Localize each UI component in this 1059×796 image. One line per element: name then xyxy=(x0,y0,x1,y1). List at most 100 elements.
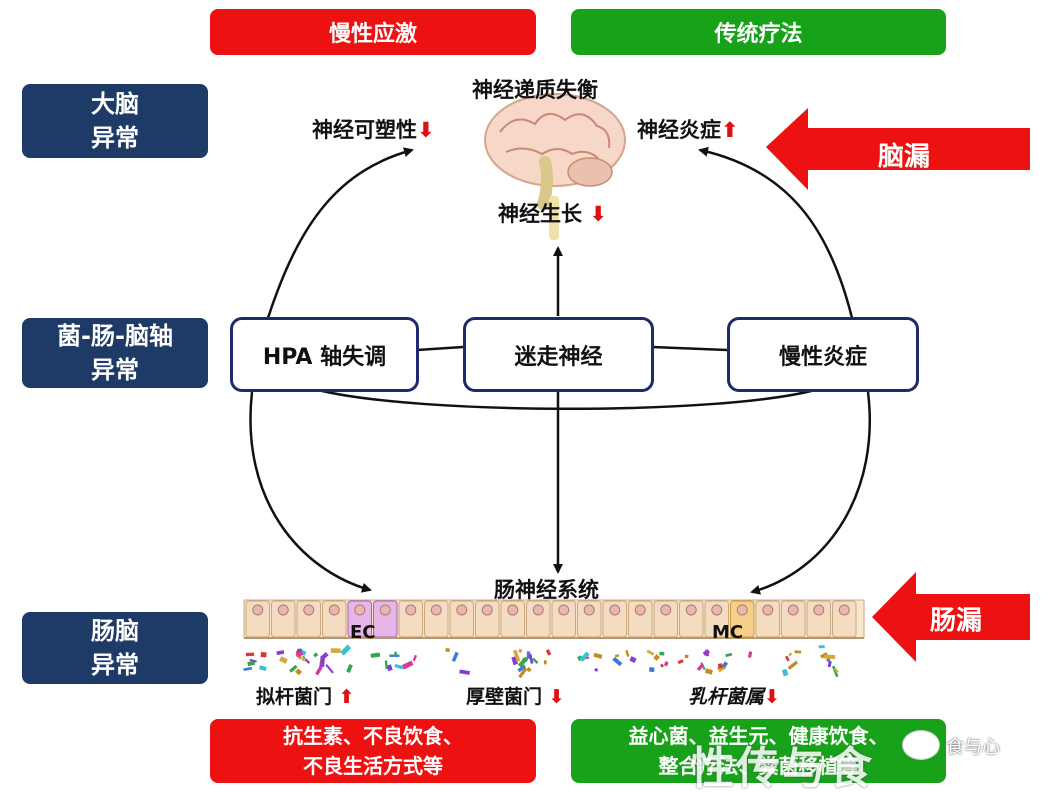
microbe xyxy=(717,663,723,669)
cell-nucleus xyxy=(456,604,468,616)
brain-leak-arrow xyxy=(766,108,1030,190)
microbe xyxy=(289,664,298,673)
harmful-factors-line1: 抗生素、不良饮食、 xyxy=(283,724,463,748)
hpa-axis-node: HPA 轴失调 xyxy=(230,317,419,392)
harmful-factors-line2: 不良生活方式等 xyxy=(303,754,443,778)
microbe xyxy=(653,654,660,661)
microbe xyxy=(518,648,523,654)
microbe xyxy=(659,651,665,656)
cell-nucleus xyxy=(430,604,442,616)
microbe xyxy=(528,653,534,664)
microbe xyxy=(386,664,393,672)
gut-abnormal-line2: 异常 xyxy=(91,651,139,679)
axis-abnormal-line2: 异常 xyxy=(91,356,139,384)
microbe xyxy=(702,649,711,657)
beneficial-therapies-line2: 整合疗法、粪菌移植等 xyxy=(658,754,859,778)
microbiota xyxy=(243,644,839,679)
up-arrow-icon: ⬆ xyxy=(721,118,739,142)
hpa-to-plasticity-arrow xyxy=(266,147,414,319)
cell-nucleus xyxy=(481,604,493,616)
chronic-stress-bar: 慢性应激 xyxy=(210,9,536,55)
cell-nucleus xyxy=(736,604,748,616)
microbe xyxy=(594,668,599,672)
microbe xyxy=(260,652,267,658)
microbe xyxy=(320,651,329,661)
microbe xyxy=(663,661,669,667)
microbe xyxy=(646,649,655,656)
vagus-inflammation-connector xyxy=(651,345,728,352)
brain-leak-label: 脑漏 xyxy=(878,142,931,172)
microbe xyxy=(245,652,255,657)
microbe xyxy=(612,656,623,667)
lactobacillus-text: 乳杆菌属 xyxy=(688,686,765,708)
microbe xyxy=(625,649,630,657)
microbe xyxy=(340,644,352,656)
microbe xyxy=(725,652,733,658)
microbe xyxy=(315,665,323,676)
microbe xyxy=(384,660,388,670)
cell-nucleus xyxy=(303,604,315,616)
cell-nucleus xyxy=(558,604,570,616)
microbe xyxy=(831,665,839,678)
down-arrow-icon: ⬇ xyxy=(589,202,607,226)
cell-nucleus xyxy=(660,604,672,616)
microbe xyxy=(824,654,836,660)
enteric-nervous-system-label: 肠神经系统 xyxy=(494,578,599,602)
watermark-overlay-text: 性传与食 xyxy=(690,743,874,794)
microbe xyxy=(649,667,655,673)
inflammation-to-mc-arrow xyxy=(750,391,871,595)
hpa-vagus-connector xyxy=(416,345,464,352)
microbe xyxy=(301,656,307,662)
microbe xyxy=(827,660,832,668)
microbe xyxy=(412,654,418,662)
microbe xyxy=(445,647,451,653)
neural-growth-label: 神经生长 ⬇ xyxy=(498,198,607,228)
microbe xyxy=(593,652,603,659)
brain-abnormal-line2: 异常 xyxy=(91,124,139,152)
axis-abnormal-line1: 菌-肠-脑轴 xyxy=(57,322,173,350)
vagus-nerve-node: 迷走神经 xyxy=(463,317,654,392)
traditional-therapy-label: 传统疗法 xyxy=(714,22,803,47)
microbe xyxy=(684,654,689,659)
harmful-factors-box: 抗生素、不良饮食、 不良生活方式等 xyxy=(210,719,536,783)
microbe xyxy=(526,667,532,673)
brain-abnormal-line1: 大脑 xyxy=(91,90,139,118)
cell-nucleus xyxy=(685,604,697,616)
microbe xyxy=(787,660,799,670)
axis-abnormal-box: 菌-肠-脑轴 异常 xyxy=(22,318,208,388)
microbe xyxy=(459,669,471,675)
bacteroidetes-text: 拟杆菌门 xyxy=(256,686,333,708)
chronic-inflammation-node: 慢性炎症 xyxy=(727,317,919,392)
cell-nucleus xyxy=(379,604,391,616)
microbe xyxy=(820,652,828,659)
neural-growth-text: 神经生长 xyxy=(498,202,582,226)
traditional-therapy-bar: 传统疗法 xyxy=(571,9,946,55)
neuroinflammation-label: 神经炎症⬆ xyxy=(637,114,739,144)
microbe xyxy=(517,656,529,668)
ec-cell-label: EC xyxy=(350,622,376,643)
chronic-inflammation-text: 慢性炎症 xyxy=(778,344,867,370)
inflammation-to-neuroinflammation-arrow xyxy=(698,146,854,319)
microbe xyxy=(794,650,802,654)
microbe xyxy=(833,667,839,674)
microbe xyxy=(346,664,353,674)
microbe xyxy=(532,657,539,664)
microbe xyxy=(389,654,400,657)
cell-nucleus xyxy=(252,604,264,616)
neuroinflammation-text: 神经炎症 xyxy=(637,118,721,142)
brain-abnormal-box: 大脑 异常 xyxy=(22,84,208,158)
microbe xyxy=(696,663,705,672)
microbe xyxy=(394,651,397,657)
microbe xyxy=(543,660,547,665)
lactobacillus-label: 乳杆菌属⬇ xyxy=(688,682,780,709)
microbe xyxy=(279,656,288,664)
microbe xyxy=(325,664,334,674)
microbe xyxy=(704,668,713,675)
microbe xyxy=(784,655,790,662)
microbe xyxy=(370,652,381,658)
cell-nucleus xyxy=(634,604,646,616)
cell-nucleus xyxy=(838,604,850,616)
microbe xyxy=(295,651,304,658)
down-arrow-icon: ⬇ xyxy=(548,686,565,708)
